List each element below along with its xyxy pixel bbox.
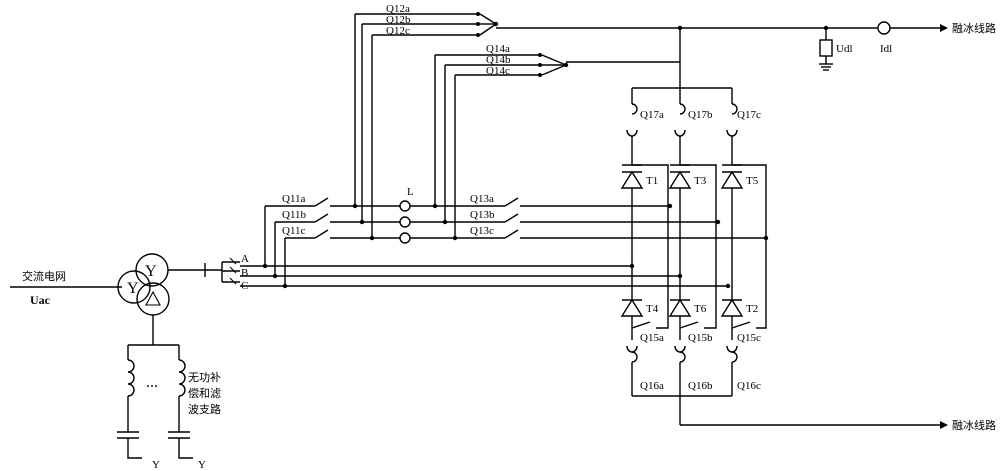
thyristor-t4 xyxy=(622,300,642,316)
switch-q15b[interactable] xyxy=(680,322,698,328)
switch-q15a[interactable] xyxy=(632,322,650,328)
q15b-label: Q15b xyxy=(688,332,713,344)
uac-label: Uac xyxy=(30,293,51,307)
ice-melting-line-bottom: 融冰线路 xyxy=(952,418,996,432)
q12c-label: Q12c xyxy=(386,25,410,37)
q15-q16-switches: 融冰线路 Q15a Q15b Q15c Q16a Q16b Q16c xyxy=(627,332,996,432)
q16c-label: Q16c xyxy=(737,380,761,392)
inductor-a xyxy=(400,201,410,211)
transformer-y-top: Y xyxy=(145,263,157,280)
q12-switch-group: Q12a Q12b Q12c 融冰线路 Idl Udl xyxy=(355,3,996,238)
switch-q11a[interactable] xyxy=(315,198,328,206)
switch-q17c[interactable] xyxy=(727,130,737,136)
compensation-label-3: 波支路 xyxy=(188,403,221,416)
q16b-label: Q16b xyxy=(688,380,713,392)
thyristor-t6 xyxy=(670,300,690,316)
compensation-label-2: 偿和滤 xyxy=(188,386,221,400)
t2-label: T2 xyxy=(746,303,758,315)
ice-melting-line-top: 融冰线路 xyxy=(952,21,996,35)
compensation-branch: Y Y ··· 无功补 偿和滤 波支路 xyxy=(117,315,221,471)
transformer-y-left: Y xyxy=(127,280,139,297)
idl-label: Idl xyxy=(880,43,892,55)
ac-grid-input: 交流电网 Uac xyxy=(10,269,122,307)
arrow-bottom xyxy=(940,421,948,429)
compensation-label-1: 无功补 xyxy=(188,371,221,384)
q17a-label: Q17a xyxy=(640,109,664,121)
branch-ellipsis: ··· xyxy=(146,379,158,393)
t1-label: T1 xyxy=(646,175,658,187)
filter-inductor-1 xyxy=(128,360,134,396)
thyristor-t2 xyxy=(722,300,742,316)
switch-q16b[interactable] xyxy=(680,352,685,362)
switch-q11c[interactable] xyxy=(315,230,328,238)
switch-q13b[interactable] xyxy=(505,214,518,222)
switch-q15c[interactable] xyxy=(732,322,750,328)
q17c-label: Q17c xyxy=(737,109,761,121)
thyristor-t1 xyxy=(622,172,642,188)
switch-q17a[interactable] xyxy=(627,130,637,136)
t3-label: T3 xyxy=(694,175,707,187)
switch-q16c[interactable] xyxy=(732,352,737,362)
upper-thyristors: T1 T3 T5 xyxy=(622,165,766,286)
thyristor-t3 xyxy=(670,172,690,188)
three-phase-bus: A B C xyxy=(222,253,730,292)
q17b-label: Q17b xyxy=(688,109,713,121)
inductor-label: L xyxy=(407,186,414,198)
switch-q17b[interactable] xyxy=(675,130,685,136)
q13a-label: Q13a xyxy=(470,193,494,205)
ground-y-2: Y xyxy=(198,459,206,471)
t4-label: T4 xyxy=(646,303,659,315)
ac-side-switch-rows: Q11a Q11b Q11c L Q13a Q13b Q13c xyxy=(265,186,768,286)
phase-b-label: B xyxy=(241,267,248,279)
q17-switches: Q17a Q17b Q17c xyxy=(627,104,761,165)
thyristor-t5 xyxy=(722,172,742,188)
switch-q13c[interactable] xyxy=(505,230,518,238)
ac-grid-label: 交流电网 xyxy=(22,269,66,283)
udl-label: Udl xyxy=(836,43,853,55)
bridge-top-bus xyxy=(632,62,732,104)
ground-y-1: Y xyxy=(152,459,160,471)
inductor-c xyxy=(400,233,410,243)
inductor-b xyxy=(400,217,410,227)
q13b-label: Q13b xyxy=(470,209,495,221)
idl-current-sensor xyxy=(878,22,890,34)
phase-a-label: A xyxy=(241,253,249,265)
q14c-label: Q14c xyxy=(486,65,510,77)
q11c-label: Q11c xyxy=(282,225,306,237)
q13c-label: Q13c xyxy=(470,225,494,237)
filter-inductor-2 xyxy=(179,360,185,396)
udl-voltage-sensor xyxy=(820,40,832,56)
switch-q13a[interactable] xyxy=(505,198,518,206)
switch-q11b[interactable] xyxy=(315,214,328,222)
q11b-label: Q11b xyxy=(282,209,307,221)
switch-q16a[interactable] xyxy=(632,352,637,362)
q11a-label: Q11a xyxy=(282,193,306,205)
lower-thyristors: T4 T6 T2 xyxy=(622,206,766,335)
transformer: Y Y xyxy=(118,254,222,315)
q16a-label: Q16a xyxy=(640,380,664,392)
arrow-top xyxy=(940,24,948,32)
q15c-label: Q15c xyxy=(737,332,761,344)
t5-label: T5 xyxy=(746,175,759,187)
t6-label: T6 xyxy=(694,303,707,315)
q15a-label: Q15a xyxy=(640,332,664,344)
